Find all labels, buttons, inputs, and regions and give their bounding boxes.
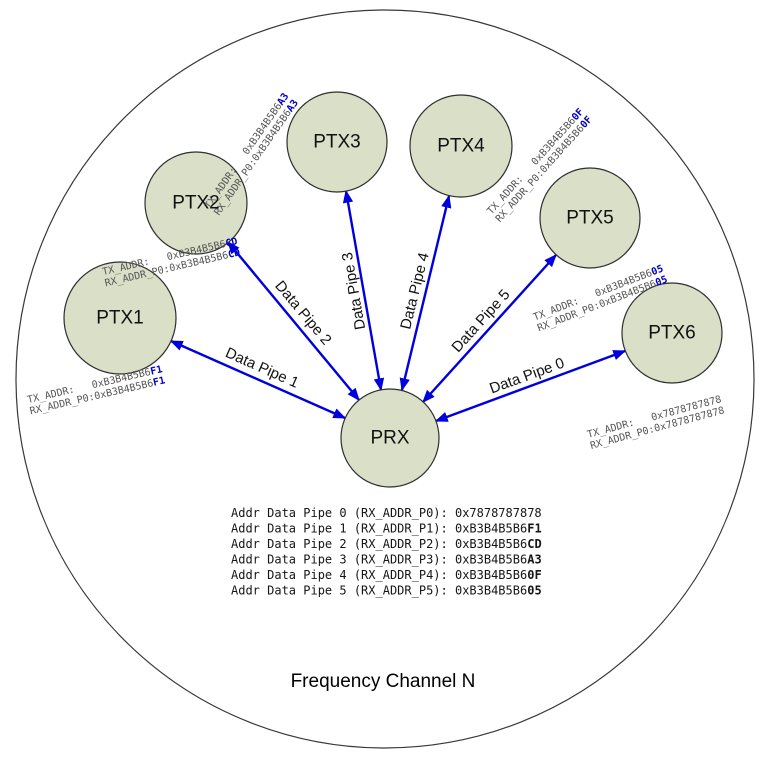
node-ptx4: PTX4 bbox=[409, 94, 513, 198]
arrow-data-pipe-2 bbox=[227, 240, 360, 402]
ptx4-label: PTX4 bbox=[437, 136, 485, 157]
arrow-data-pipe-0 bbox=[434, 349, 627, 423]
data-pipe-arrows bbox=[169, 189, 627, 423]
table-row-pipe-2: Addr Data Pipe 2 (RX_ADDR_P2): 0xB3B4B5B… bbox=[231, 537, 542, 551]
ptx2-label: PTX2 bbox=[172, 193, 220, 214]
table-row-pipe-3: Addr Data Pipe 3 (RX_ADDR_P3): 0xB3B4B5B… bbox=[231, 553, 542, 567]
table-row-3-text: Addr Data Pipe 3 (RX_ADDR_P3): 0xB3B4B5B… bbox=[231, 553, 527, 567]
ptx5-label: PTX5 bbox=[566, 208, 614, 229]
pipe-address-table: Addr Data Pipe 0 (RX_ADDR_P0): 0x7878787… bbox=[231, 506, 542, 598]
ptx1-circle bbox=[63, 261, 177, 375]
node-prx: PRX bbox=[340, 388, 440, 488]
ptx1-tx-addr-highlight: F1 bbox=[149, 364, 163, 377]
table-row-5-bold: 05 bbox=[527, 584, 541, 598]
prx-circle bbox=[340, 388, 440, 488]
ptx4-circle bbox=[409, 94, 513, 198]
ptx6-label: PTX6 bbox=[648, 323, 696, 344]
ptx2-circle bbox=[144, 151, 248, 255]
ptx3-label: PTX3 bbox=[313, 132, 361, 153]
node-ptx2: PTX2 bbox=[144, 151, 248, 255]
table-row-pipe-1: Addr Data Pipe 1 (RX_ADDR_P1): 0xB3B4B5B… bbox=[231, 522, 542, 536]
table-row-1-bold: F1 bbox=[527, 522, 541, 536]
table-row-4-text: Addr Data Pipe 4 (RX_ADDR_P4): 0xB3B4B5B… bbox=[231, 568, 527, 582]
table-row-3-bold: A3 bbox=[527, 553, 541, 567]
ptx2-tx-addr-highlight: CD bbox=[224, 236, 238, 249]
ptx5-rx-addr-highlight: 05 bbox=[654, 274, 669, 289]
table-row-4-bold: 0F bbox=[527, 568, 541, 582]
table-row-pipe-0: Addr Data Pipe 0 (RX_ADDR_P0): 0x7878787… bbox=[231, 506, 542, 520]
table-row-2-bold: CD bbox=[527, 537, 541, 551]
table-row-2-text: Addr Data Pipe 2 (RX_ADDR_P2): 0xB3B4B5B… bbox=[231, 537, 527, 551]
node-ptx5: PTX5 bbox=[539, 167, 641, 269]
frequency-channel-caption: Frequency Channel N bbox=[291, 671, 476, 692]
table-row-pipe-5: Addr Data Pipe 5 (RX_ADDR_P5): 0xB3B4B5B… bbox=[231, 584, 542, 598]
ptx5-circle bbox=[539, 167, 641, 269]
arrow-data-pipe-3 bbox=[342, 189, 385, 392]
table-row-0-text: Addr Data Pipe 0 (RX_ADDR_P0): 0x7878787… bbox=[231, 506, 542, 520]
ptx1-rx-addr-highlight: F1 bbox=[152, 375, 166, 388]
ptx1-label: PTX1 bbox=[96, 308, 144, 329]
table-row-1-text: Addr Data Pipe 1 (RX_ADDR_P1): 0xB3B4B5B… bbox=[231, 522, 527, 536]
ptx2-rx-addr-highlight: CD bbox=[227, 247, 241, 260]
table-row-5-text: Addr Data Pipe 5 (RX_ADDR_P5): 0xB3B4B5B… bbox=[231, 584, 527, 598]
table-row-pipe-4: Addr Data Pipe 4 (RX_ADDR_P4): 0xB3B4B5B… bbox=[231, 568, 542, 582]
ptx5-tx-addr-highlight: 05 bbox=[650, 264, 665, 279]
node-ptx1: PTX1 bbox=[63, 261, 177, 375]
ptx6-circle bbox=[621, 282, 723, 384]
node-ptx3: PTX3 bbox=[286, 91, 388, 193]
prx-label: PRX bbox=[370, 428, 409, 449]
ptx3-circle bbox=[286, 91, 388, 193]
node-ptx6: PTX6 bbox=[621, 282, 723, 384]
